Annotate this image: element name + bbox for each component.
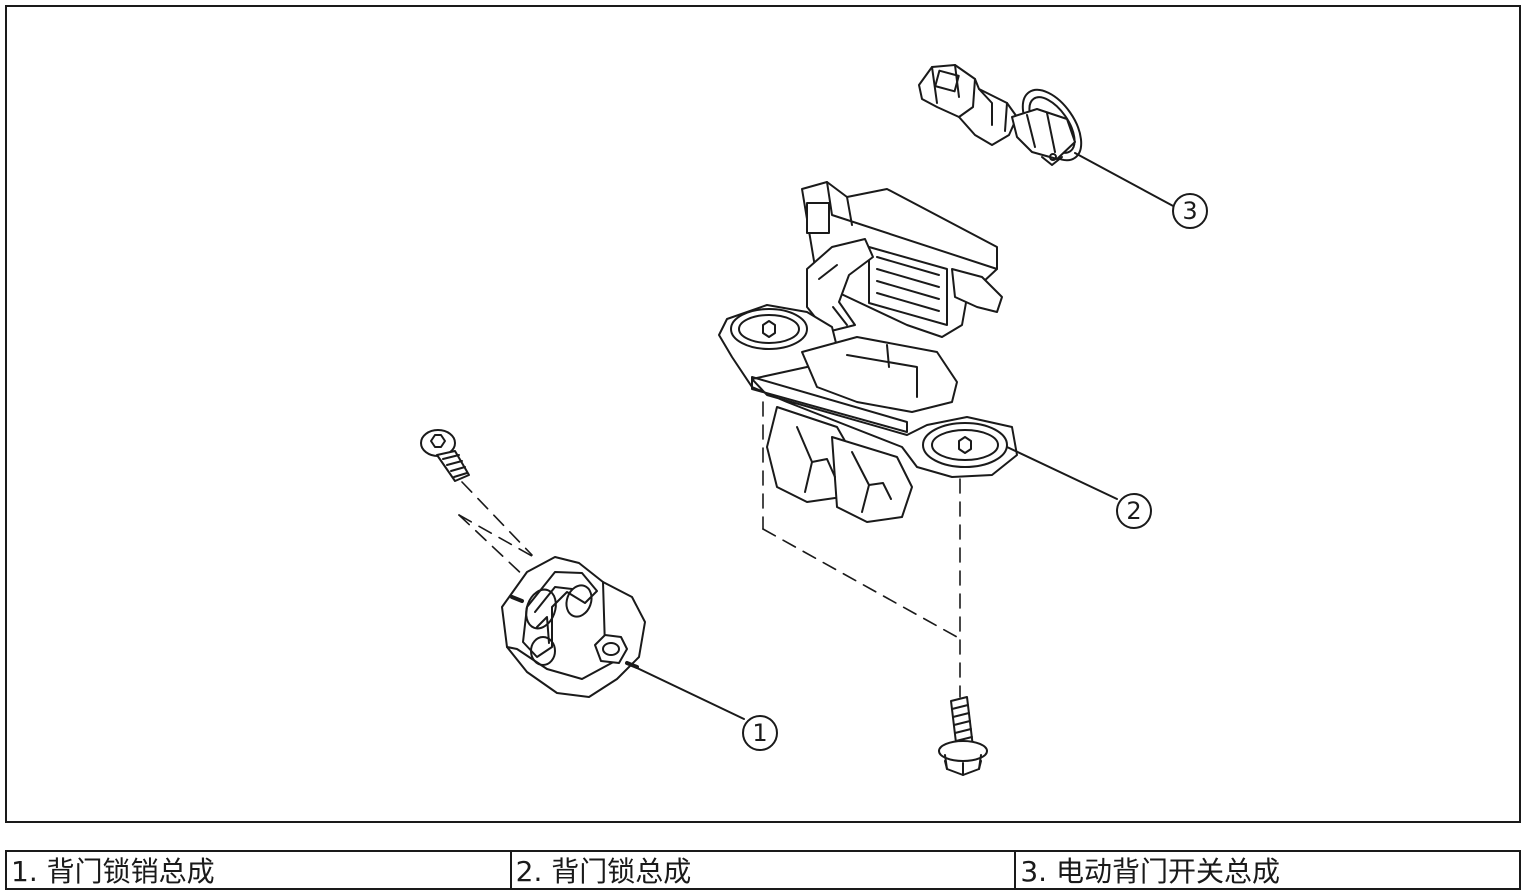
flange-bolt [938,696,988,776]
exploded-view-diagram: 3 [420,64,1208,776]
leader-line-2 [1006,446,1118,500]
back-door-striker [501,556,646,698]
callout-1-label: 1 [752,719,767,747]
parts-legend-table: 1. 背门锁销总成 2. 背门锁总成 3. 电动背门开关总成 [5,850,1521,890]
callout-2-label: 2 [1126,497,1141,525]
legend-item-3: 3. 电动背门开关总成 [1020,855,1280,888]
assembly-dashed-lines-2 [762,401,961,698]
back-door-lock-assembly [718,181,1018,523]
callout-3-label: 3 [1182,197,1197,225]
torx-screw [420,429,470,482]
legend-item-2: 2. 背门锁总成 [512,852,1017,888]
assembly-dashed-lines-1 [458,481,540,580]
callout-3-circle [1172,193,1208,229]
power-switch-assembly [918,64,1083,166]
callout-2-circle [1116,493,1152,529]
legend-item-1: 1. 背门锁销总成 [7,852,512,888]
callout-1-circle [742,715,778,751]
leader-line-1 [634,666,745,720]
diagram-frame: 3 [5,5,1521,823]
leader-line-3 [1074,152,1176,208]
